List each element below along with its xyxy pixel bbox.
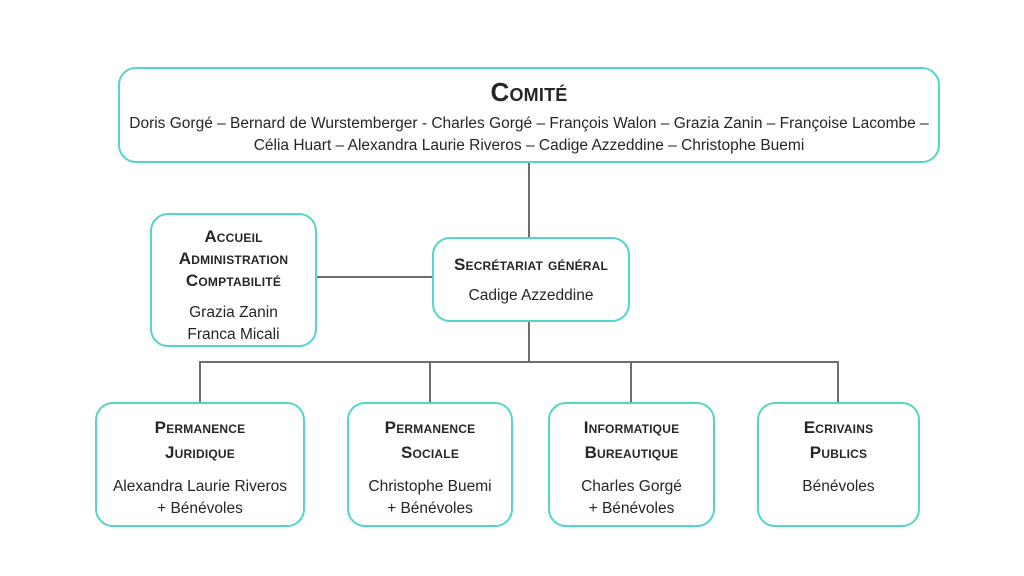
comite-members: Doris Gorgé – Bernard de Wurstemberger -… — [129, 113, 928, 157]
juridique-title-line2: Juridique — [165, 442, 235, 462]
informatique-title-line1: Informatique — [583, 418, 680, 437]
secretariat-members: Cadige Azzeddine — [469, 285, 594, 306]
ecrivains-title-line1: Ecrivains — [803, 418, 874, 437]
juridique-member-1: Alexandra Laurie Riveros — [112, 478, 288, 496]
ecrivains-members: Bénévoles — [802, 476, 874, 497]
sociale-member-1: Christophe Buemi — [368, 478, 492, 496]
connector-drop-ecrivains — [837, 361, 839, 402]
informatique-member-1: Charles Gorgé — [581, 478, 682, 496]
connector-secretariat-to-bus — [528, 322, 530, 362]
node-comite: Comité Doris Gorgé – Bernard de Wurstemb… — [118, 67, 940, 163]
juridique-members: Alexandra Laurie Riveros + Bénévoles — [113, 476, 287, 519]
connector-drop-informatique — [630, 361, 632, 402]
node-secretariat-general: Secrétariat général Cadige Azzeddine — [432, 237, 630, 322]
sociale-title-line2: Sociale — [400, 442, 460, 462]
informatique-title-line2: Bureautique — [584, 442, 679, 462]
node-informatique-bureautique: Informatique Bureautique Charles Gorgé +… — [548, 402, 715, 527]
comite-members-line2: Célia Huart – Alexandra Laurie Riveros –… — [253, 136, 805, 154]
sociale-members: Christophe Buemi + Bénévoles — [368, 476, 491, 519]
sociale-member-2: + Bénévoles — [387, 499, 473, 517]
node-accueil-administration-comptabilite: Accueil Administration Comptabilité Graz… — [150, 213, 317, 347]
ecrivains-title: Ecrivains Publics — [804, 416, 874, 465]
node-permanence-sociale: Permanence Sociale Christophe Buemi + Bé… — [347, 402, 513, 527]
connector-bus-horizontal — [199, 361, 839, 363]
informatique-members: Charles Gorgé + Bénévoles — [581, 476, 682, 519]
juridique-title-line1: Permanence — [154, 418, 246, 437]
accueil-title-line1: Accueil — [204, 227, 263, 246]
juridique-member-2: + Bénévoles — [157, 499, 243, 517]
ecrivains-title-line2: Publics — [809, 442, 868, 462]
sociale-title-line1: Permanence — [384, 418, 476, 437]
accueil-title-line2: Administration — [178, 249, 289, 269]
node-ecrivains-publics: Ecrivains Publics Bénévoles — [757, 402, 920, 527]
juridique-title: Permanence Juridique — [155, 416, 246, 465]
comite-title: Comité — [490, 77, 568, 107]
accueil-member-1: Grazia Zanin — [189, 304, 278, 322]
connector-comite-to-secretariat — [528, 163, 530, 238]
connector-accueil-to-secretariat — [317, 276, 432, 278]
secretariat-title: Secrétariat général — [453, 255, 609, 274]
connector-drop-juridique — [199, 361, 201, 402]
informatique-member-2: + Bénévoles — [588, 499, 675, 517]
accueil-members: Grazia Zanin Franca Micali — [187, 302, 279, 345]
connector-drop-sociale — [429, 361, 431, 402]
node-permanence-juridique: Permanence Juridique Alexandra Laurie Ri… — [95, 402, 305, 527]
accueil-title: Accueil Administration Comptabilité — [179, 226, 289, 292]
accueil-member-2: Franca Micali — [187, 325, 280, 343]
sociale-title: Permanence Sociale — [385, 416, 476, 465]
ecrivains-member-1: Bénévoles — [802, 478, 875, 496]
secretariat-member-1: Cadige Azzeddine — [468, 287, 594, 305]
informatique-title: Informatique Bureautique — [584, 416, 680, 465]
accueil-title-line3: Comptabilité — [185, 271, 282, 291]
comite-members-line1: Doris Gorgé – Bernard de Wurstemberger -… — [129, 114, 929, 132]
